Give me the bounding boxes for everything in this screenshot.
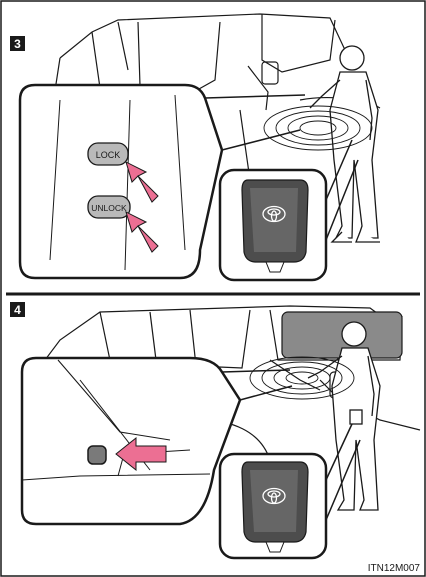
figure-code: ITN12M007 bbox=[368, 563, 421, 574]
unlock-button-label: UNLOCK bbox=[91, 203, 127, 213]
step-badge: 3 bbox=[10, 36, 25, 51]
smart-key-icon bbox=[242, 180, 308, 272]
unlock-button: UNLOCK bbox=[88, 196, 130, 218]
step-number: 3 bbox=[14, 37, 21, 51]
touch-sensor bbox=[88, 446, 106, 464]
smart-key-icon bbox=[242, 462, 308, 552]
step-badge: 4 bbox=[10, 302, 25, 317]
lock-button: LOCK bbox=[88, 143, 128, 165]
step-number: 4 bbox=[14, 303, 21, 317]
lock-button-label: LOCK bbox=[96, 150, 121, 160]
